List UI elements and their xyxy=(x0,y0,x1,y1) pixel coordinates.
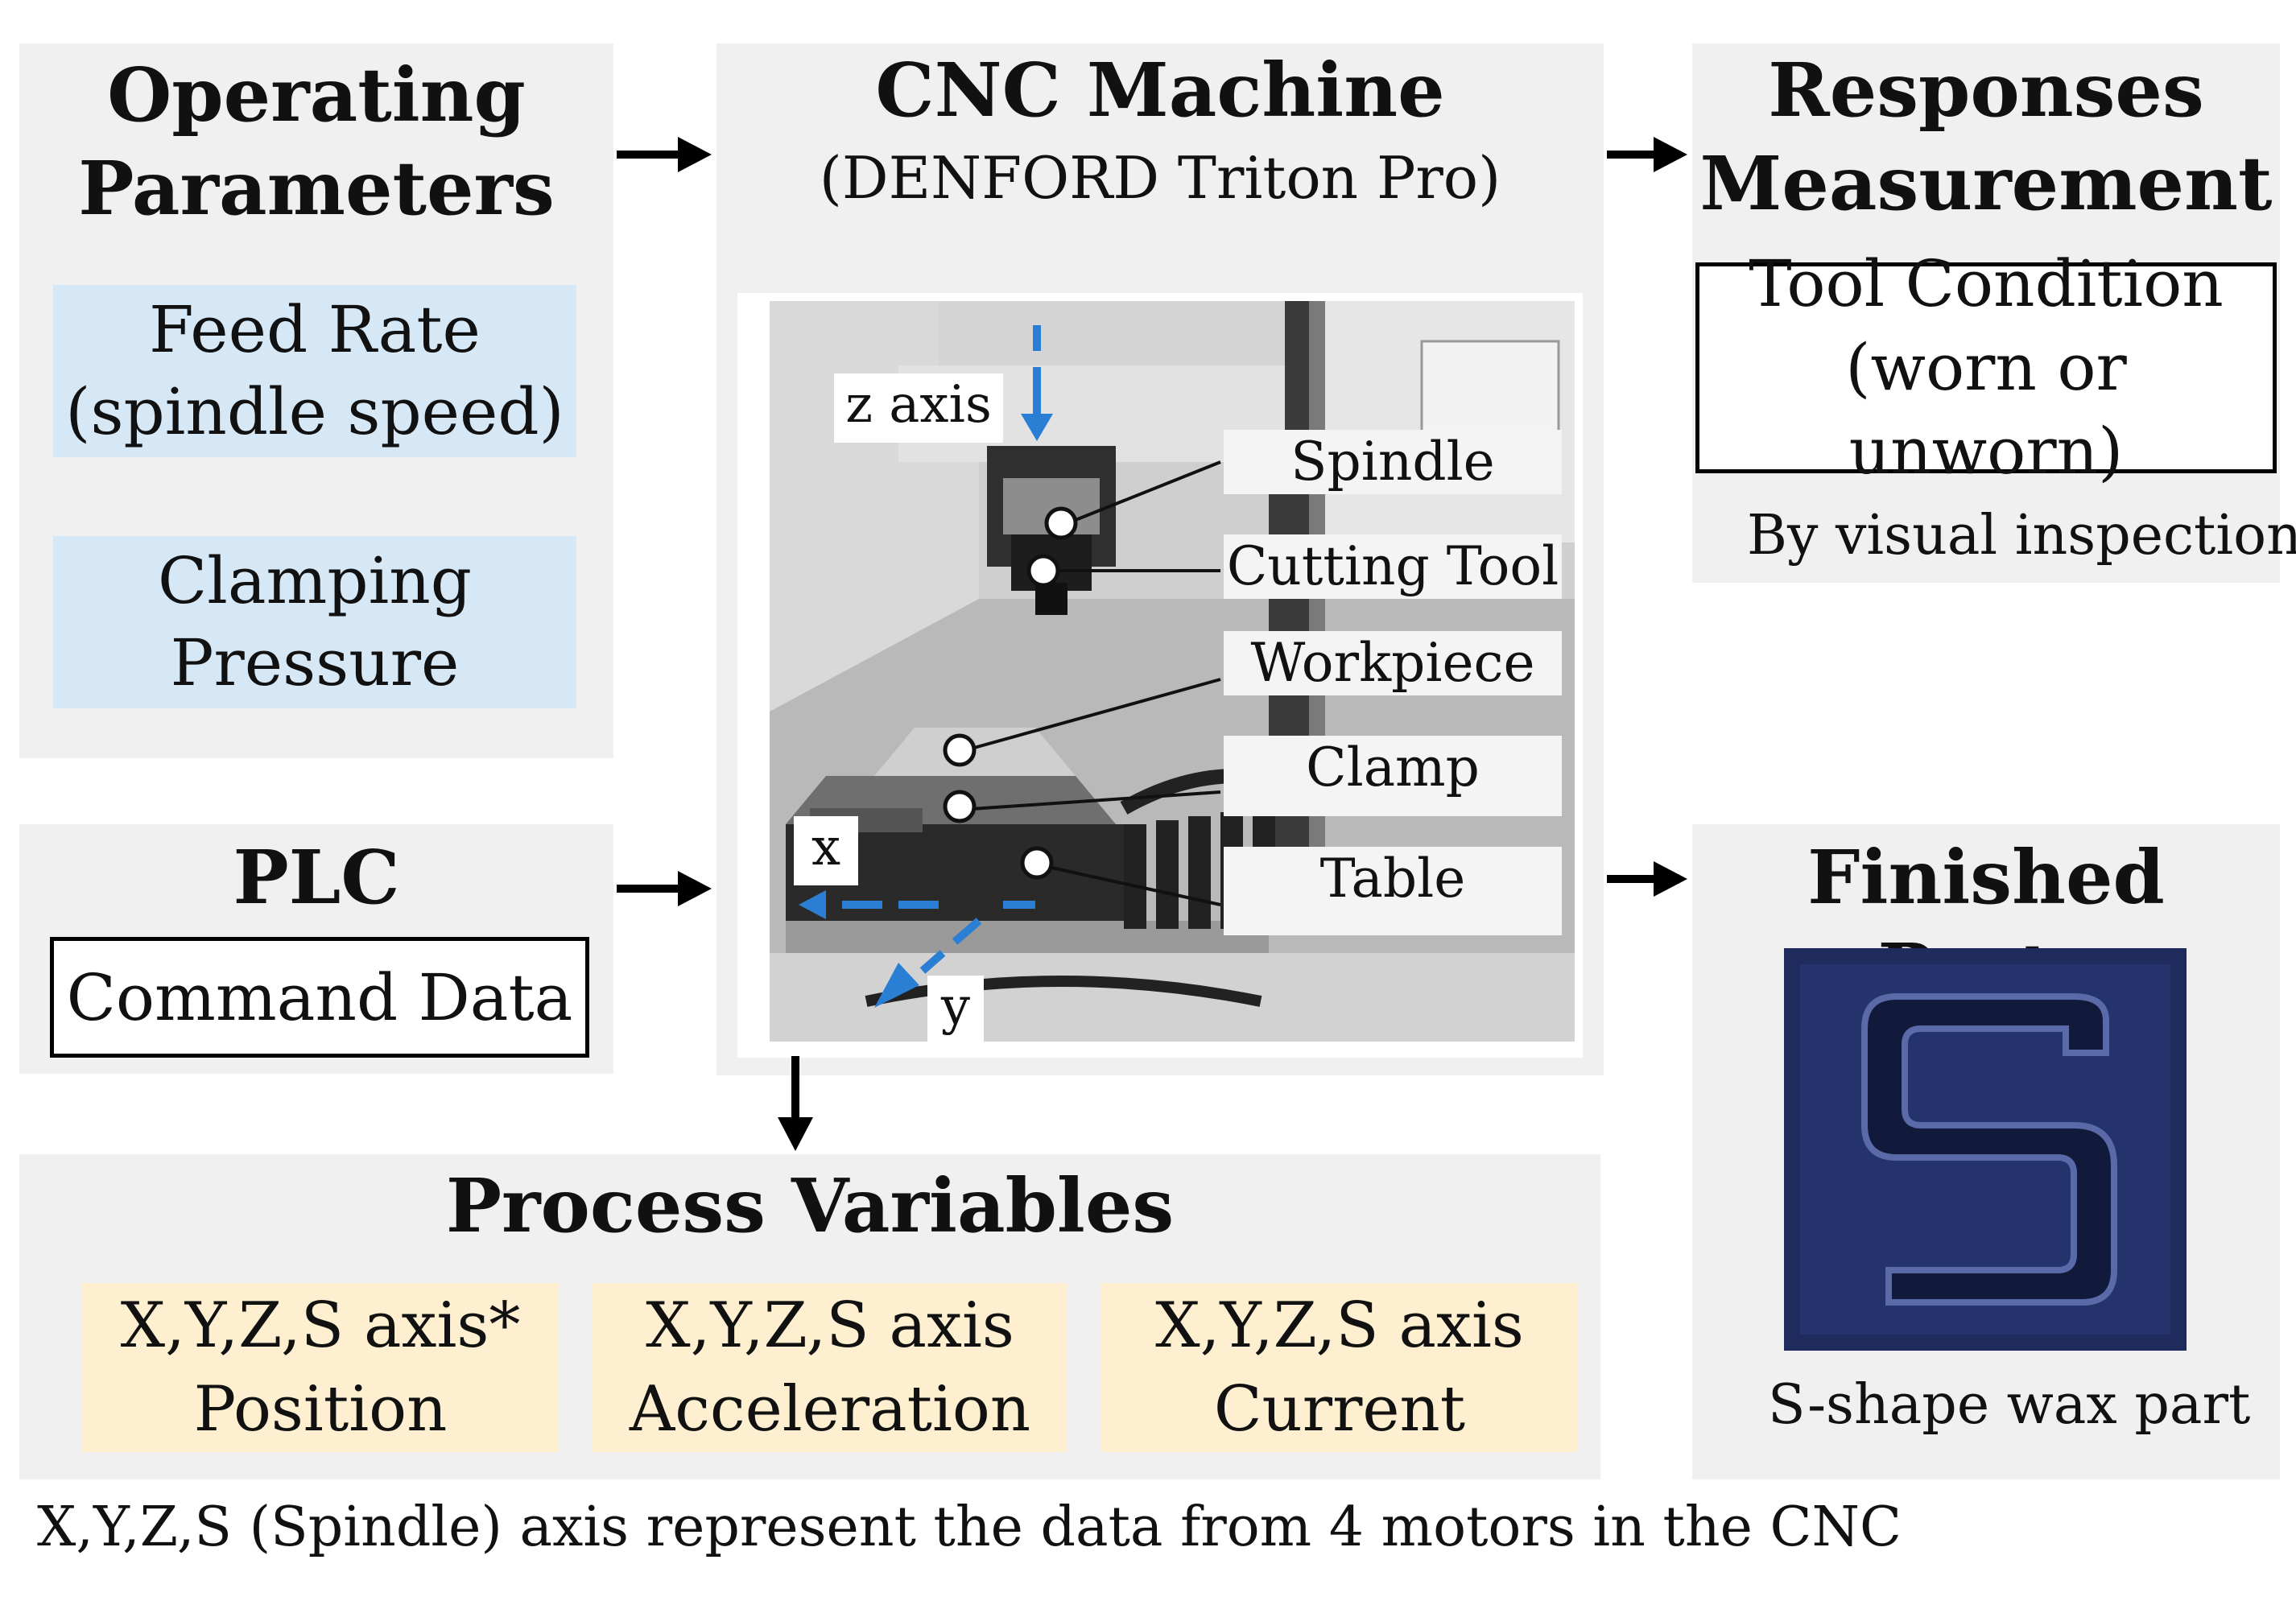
feed-rate-box: Feed Rate (spindle speed) xyxy=(53,285,576,457)
responses-measurement-title: Responses Measurement xyxy=(1699,47,2273,227)
operating-parameters-title: Operating Parameters xyxy=(78,52,555,232)
cnc-machine-subtitle: (DENFORD Triton Pro) xyxy=(819,144,1501,212)
wax-part-caption: S-shape wax part xyxy=(1768,1373,2251,1437)
table-label: Table xyxy=(1224,847,1562,935)
spindle-label: Spindle xyxy=(1224,430,1562,494)
cnc-machine-title: CNC Machine xyxy=(875,47,1445,134)
z-axis-label: z axis xyxy=(834,373,1003,443)
clamp-label: Clamp xyxy=(1224,736,1562,816)
visual-inspection-note: By visual inspection xyxy=(1747,504,2296,567)
cutting-tool-label: Cutting Tool xyxy=(1224,534,1562,599)
footnote: X,Y,Z,S (Spindle) axis represent the dat… xyxy=(37,1496,1902,1559)
position-variable-box: X,Y,Z,S axis* Position xyxy=(82,1283,559,1452)
current-variable-box: X,Y,Z,S axis Current xyxy=(1101,1283,1578,1452)
process-variables-title: Process Variables xyxy=(445,1162,1175,1249)
clamping-pressure-box: Clamping Pressure xyxy=(53,536,576,708)
process-variables-panel: Process Variables X,Y,Z,S axis* Position… xyxy=(19,1154,1600,1479)
s-shape-wax-part-image xyxy=(1784,948,2187,1351)
operating-parameters-panel: Operating Parameters Feed Rate (spindle … xyxy=(19,43,613,758)
x-axis-label: x xyxy=(794,816,858,885)
plc-controller-panel: PLC Controller Command Data xyxy=(19,824,613,1074)
acceleration-variable-box: X,Y,Z,S axis Acceleration xyxy=(593,1283,1067,1452)
tool-condition-box: Tool Condition (worn or unworn) xyxy=(1695,246,2277,489)
cnc-machine-photo: z axis Spindle Cutting Tool Workpiece Cl… xyxy=(737,293,1583,1058)
workpiece-label: Workpiece xyxy=(1224,631,1562,695)
finished-parts-panel: Finished Parts S-shape wax part xyxy=(1692,824,2280,1479)
y-axis-label: y xyxy=(927,976,984,1045)
cnc-machine-panel: CNC Machine (DENFORD Triton Pro) xyxy=(716,43,1604,1075)
responses-measurement-panel: Responses Measurement Tool Condition (wo… xyxy=(1692,43,2296,583)
command-data-box: Command Data xyxy=(50,937,589,1058)
